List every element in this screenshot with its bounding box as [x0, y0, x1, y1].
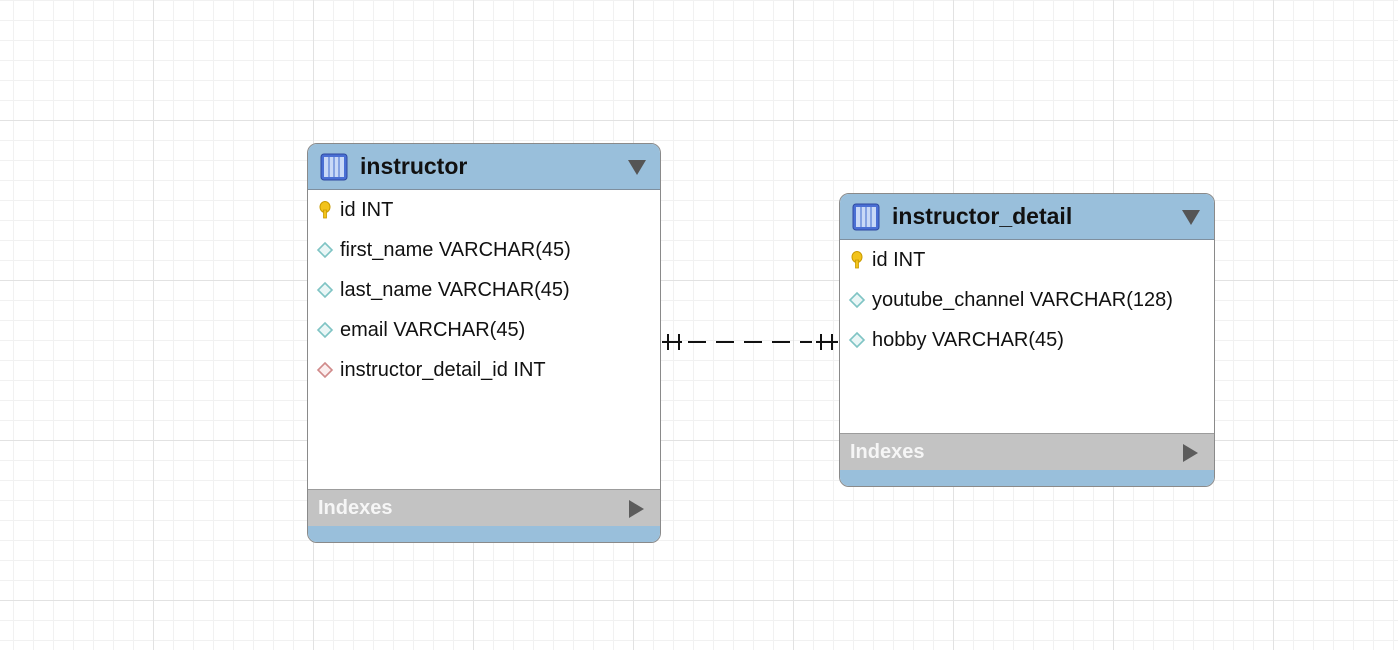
table-footer — [840, 470, 1214, 486]
column-row[interactable]: email VARCHAR(45) — [308, 310, 660, 350]
indexes-bar[interactable]: Indexes — [308, 489, 660, 527]
foreign-key-diamond-icon — [316, 361, 334, 379]
column-diamond-icon — [316, 241, 334, 259]
indexes-bar[interactable]: Indexes — [840, 433, 1214, 471]
column-text: first_name VARCHAR(45) — [340, 238, 571, 261]
column-diamond-icon — [848, 331, 866, 349]
table-instructor[interactable]: instructor id INT first_name VARCHAR(45) — [307, 143, 661, 543]
table-footer — [308, 526, 660, 542]
column-row[interactable]: last_name VARCHAR(45) — [308, 270, 660, 310]
collapse-triangle-icon[interactable] — [628, 160, 646, 175]
column-row[interactable]: first_name VARCHAR(45) — [308, 230, 660, 270]
primary-key-icon — [851, 251, 863, 269]
collapse-triangle-icon[interactable] — [1182, 210, 1200, 225]
table-header[interactable]: instructor — [308, 144, 660, 190]
column-text: instructor_detail_id INT — [340, 358, 546, 381]
table-title: instructor — [360, 153, 468, 179]
column-text: hobby VARCHAR(45) — [872, 328, 1064, 351]
table-header[interactable]: instructor_detail — [840, 194, 1214, 240]
table-icon — [852, 203, 880, 230]
expand-triangle-icon[interactable] — [629, 500, 644, 518]
column-list: id INT first_name VARCHAR(45) last_name … — [308, 190, 660, 390]
column-diamond-icon — [316, 321, 334, 339]
indexes-label: Indexes — [850, 441, 925, 463]
column-text: id INT — [340, 198, 394, 221]
column-diamond-icon — [848, 291, 866, 309]
column-text: id INT — [872, 248, 926, 271]
column-row[interactable]: instructor_detail_id INT — [308, 350, 660, 390]
column-text: youtube_channel VARCHAR(128) — [872, 288, 1173, 311]
column-row[interactable]: youtube_channel VARCHAR(128) — [840, 280, 1214, 320]
table-instructor-detail[interactable]: instructor_detail id INT youtube_channel… — [839, 193, 1215, 487]
column-row[interactable]: id INT — [840, 240, 1214, 280]
column-diamond-icon — [316, 281, 334, 299]
column-row[interactable]: hobby VARCHAR(45) — [840, 320, 1214, 360]
column-text: last_name VARCHAR(45) — [340, 278, 570, 301]
expand-triangle-icon[interactable] — [1183, 444, 1198, 462]
table-icon — [320, 153, 348, 180]
column-text: email VARCHAR(45) — [340, 318, 526, 341]
column-row[interactable]: id INT — [308, 190, 660, 230]
column-list: id INT youtube_channel VARCHAR(128) hobb… — [840, 240, 1214, 360]
primary-key-icon — [319, 201, 331, 219]
indexes-label: Indexes — [318, 497, 393, 519]
table-title: instructor_detail — [892, 203, 1073, 229]
